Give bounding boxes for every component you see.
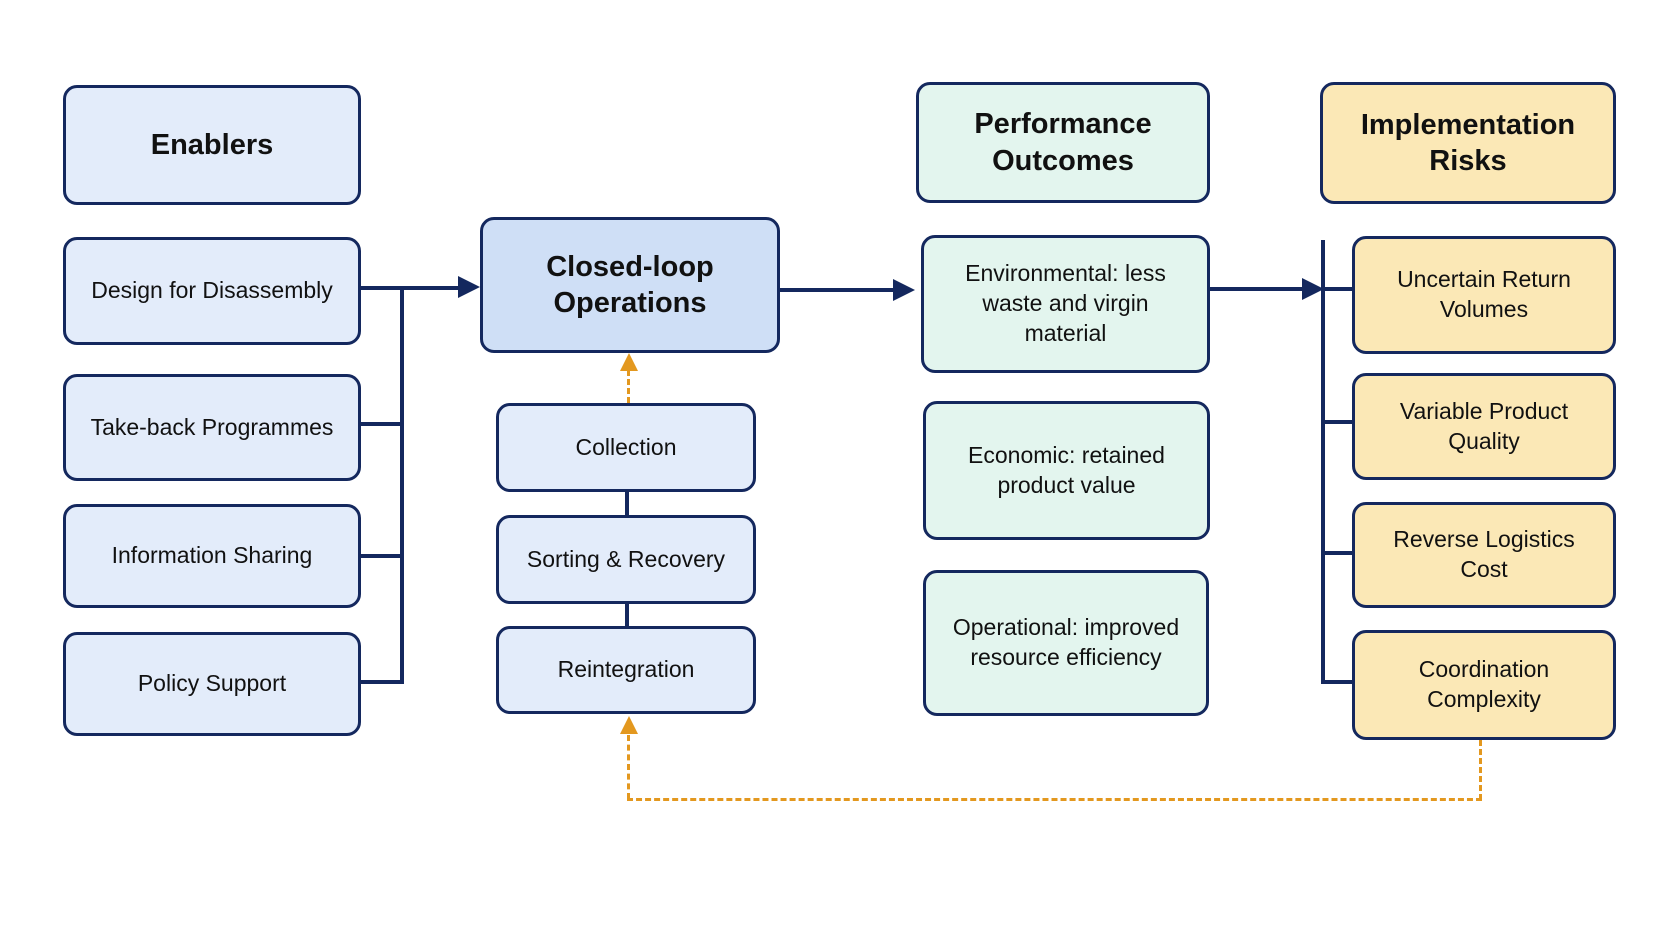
risks-connector-4 xyxy=(1321,680,1353,684)
risk-feedback-dashed-bottom xyxy=(627,798,1482,801)
operation-step-label: Reintegration xyxy=(557,656,695,683)
collection-feedback-arrowhead xyxy=(620,353,638,371)
operations-title: Closed-loop Operations xyxy=(546,250,714,319)
arrow-to-outcomes xyxy=(893,279,915,301)
enablers-connector-4 xyxy=(360,680,404,684)
enablers-connector-top xyxy=(360,286,470,290)
enablers-bracket-vertical xyxy=(400,286,404,684)
enabler-label: Information Sharing xyxy=(111,542,313,569)
risk-reverse-logistics-cost: Reverse Logistics Cost xyxy=(1352,502,1616,608)
enabler-label: Take-back Programmes xyxy=(90,413,334,440)
enabler-information-sharing: Information Sharing xyxy=(63,504,361,608)
risks-bracket-vertical xyxy=(1321,240,1325,684)
operation-step-label: Collection xyxy=(575,433,677,460)
outcome-label: Operational: improved resource efficienc… xyxy=(952,614,1180,670)
enabler-label: Design for Disassembly xyxy=(91,277,333,304)
risk-label: Coordination Complexity xyxy=(1418,656,1550,712)
risk-uncertain-return-volumes: Uncertain Return Volumes xyxy=(1352,236,1616,354)
enablers-connector-2 xyxy=(360,422,404,426)
enablers-header: Enablers xyxy=(63,85,361,205)
risks-connector-3 xyxy=(1321,551,1353,555)
operation-step-reintegration: Reintegration xyxy=(496,626,756,714)
enabler-design-for-disassembly: Design for Disassembly xyxy=(63,237,361,345)
implementation-risks-header: Implementation Risks xyxy=(1320,82,1616,204)
outcomes-to-risks-line xyxy=(1208,287,1316,291)
outcome-operational: Operational: improved resource efficienc… xyxy=(923,570,1209,716)
risk-label: Reverse Logistics Cost xyxy=(1393,526,1575,582)
sorting-to-reintegration-connector xyxy=(625,603,629,627)
enabler-label: Policy Support xyxy=(137,670,287,697)
outcome-environmental: Environmental: less waste and virgin mat… xyxy=(921,235,1210,373)
enablers-title: Enablers xyxy=(150,128,274,161)
outcomes-title: Performance Outcomes xyxy=(974,108,1152,177)
risk-coordination-complexity: Coordination Complexity xyxy=(1352,630,1616,740)
arrow-to-operations xyxy=(458,276,480,298)
operation-step-label: Sorting & Recovery xyxy=(526,545,726,572)
risk-variable-product-quality: Variable Product Quality xyxy=(1352,373,1616,480)
risk-feedback-dashed-up xyxy=(1479,740,1482,800)
closed-loop-operations-box: Closed-loop Operations xyxy=(480,217,780,353)
outcome-economic: Economic: retained product value xyxy=(923,401,1210,540)
enabler-policy-support: Policy Support xyxy=(63,632,361,736)
risk-label: Uncertain Return Volumes xyxy=(1397,266,1571,322)
collection-to-sorting-connector xyxy=(625,492,629,516)
enablers-connector-3 xyxy=(360,554,404,558)
risk-label: Variable Product Quality xyxy=(1399,397,1569,454)
operations-to-outcomes-line xyxy=(780,288,898,292)
outcome-label: Economic: retained product value xyxy=(968,441,1165,498)
risks-connector-2 xyxy=(1321,420,1353,424)
operation-step-collection: Collection xyxy=(496,403,756,492)
outcome-label: Environmental: less waste and virgin mat… xyxy=(965,260,1166,346)
reintegration-feedback-dashed-line xyxy=(627,735,630,799)
reintegration-feedback-arrowhead xyxy=(620,716,638,734)
operation-step-sorting-recovery: Sorting & Recovery xyxy=(496,515,756,604)
risks-connector-1 xyxy=(1321,287,1353,291)
arrow-to-risks xyxy=(1302,278,1324,300)
enabler-take-back-programmes: Take-back Programmes xyxy=(63,374,361,481)
risks-title: Implementation Risks xyxy=(1360,108,1576,177)
performance-outcomes-header: Performance Outcomes xyxy=(916,82,1210,203)
collection-feedback-dashed-line xyxy=(627,370,630,403)
